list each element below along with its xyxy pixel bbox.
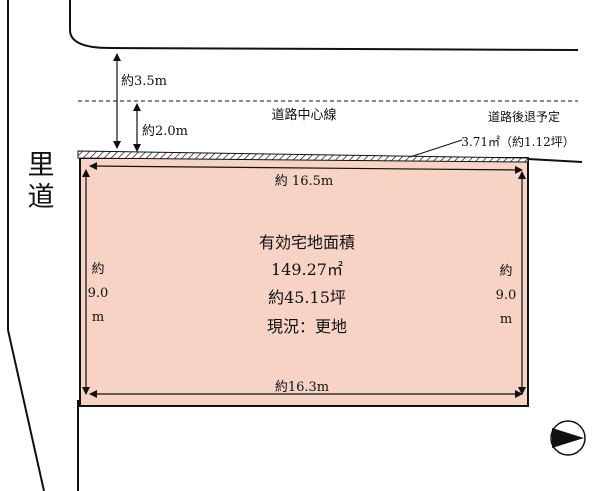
side-road-outer-line — [7, 0, 45, 491]
setback-leader-line — [409, 139, 463, 158]
north-arrow-icon — [550, 420, 586, 456]
dim-top-width-label: 約 16.5m — [274, 174, 334, 189]
dim-bottom-width-label: 約16.3m — [274, 380, 330, 395]
dim-2-0m-label: 約2.0m — [142, 124, 189, 139]
side-road-label: 里道 — [27, 150, 55, 213]
setback-area: 3.71㎡（約1.12坪） — [461, 135, 575, 149]
setback-title: 道路後退予定 — [487, 110, 561, 124]
dim-3-5m-label: 約3.5m — [121, 74, 168, 89]
road-edge-line — [69, 0, 579, 51]
lot-area-tsubo: 約45.15坪 — [268, 288, 346, 307]
road-edge-right — [527, 158, 583, 163]
dim-right-depth-label: 約 9.0 m — [495, 264, 517, 327]
setback-strip — [77, 150, 529, 163]
road-center-line-label: 道路中心線 — [271, 108, 337, 123]
lot-area — [79, 157, 529, 407]
lot-title: 有効宅地面積 — [258, 233, 356, 252]
dim-left-depth-label: 約 9.0 m — [87, 262, 109, 325]
lot-status: 現況：更地 — [266, 317, 348, 336]
dim-top-width-arrow — [89, 162, 523, 174]
lot-area-m2: 149.27㎡ — [271, 260, 343, 279]
